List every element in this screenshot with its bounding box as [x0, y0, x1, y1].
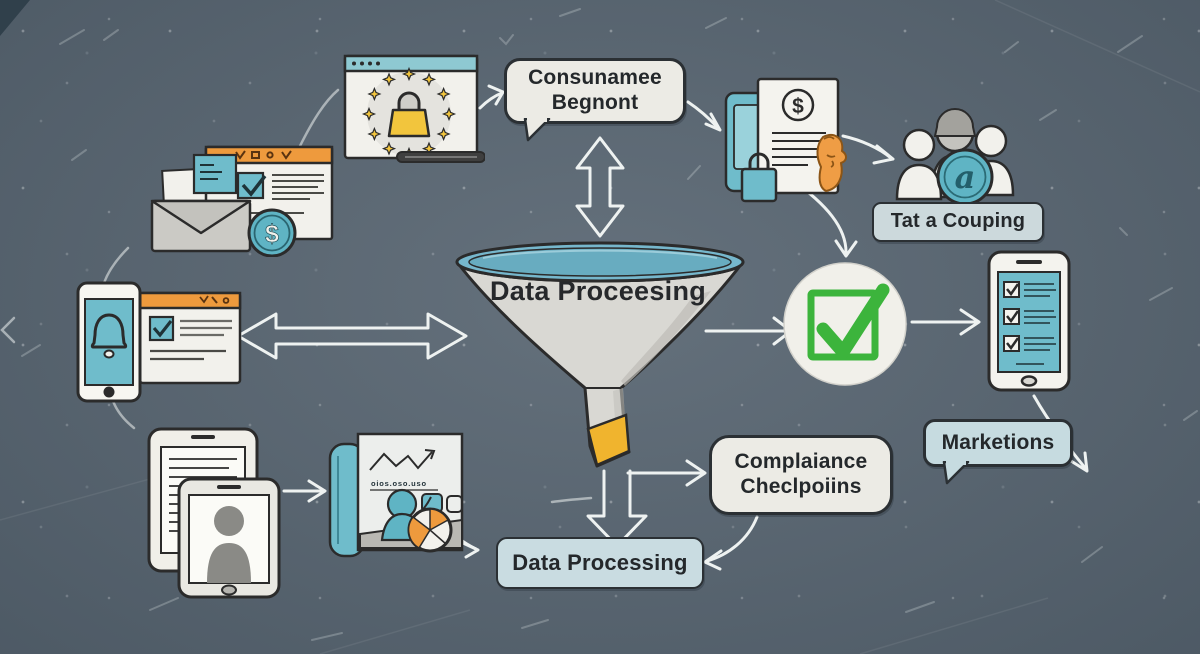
marketing-text: Marketions — [941, 430, 1055, 454]
audience-group-icon: a — [891, 103, 1019, 205]
laptop-base — [396, 151, 485, 163]
report-small-text: oios.oso.uso — [371, 479, 427, 488]
trend-chart-icon — [369, 449, 436, 471]
consumer-segment-text: Consunamee Begnont — [528, 66, 662, 114]
sticky-note-icon — [192, 153, 238, 195]
green-check-icon — [816, 283, 890, 359]
gdpr-lock-browser-icon — [343, 54, 485, 166]
padlock-icon — [387, 91, 431, 138]
corner-smudge — [0, 0, 30, 36]
coin-dollar-glyph: $ — [265, 220, 279, 248]
funnel-label-text: Data Proceesing — [489, 275, 707, 306]
check-circle-bg — [783, 262, 907, 386]
person-left — [895, 128, 943, 201]
funnel-icon — [453, 236, 747, 480]
funnel-label: Data Proceesing — [462, 274, 734, 308]
audience-badge-letter: a — [955, 158, 976, 196]
consumer-segment-bubble: Consunamee Begnont — [504, 58, 686, 142]
document-dollar-glyph: $ — [792, 95, 804, 118]
marketing-bubble: Marketions — [923, 419, 1073, 485]
approval-checkmark-icon — [781, 253, 909, 395]
checklist-phone-icon — [984, 248, 1074, 394]
compliance-text: Complaiance Checlpoiins — [734, 450, 868, 498]
analytics-report-icon: oios.oso.uso — [326, 426, 478, 564]
compliance-checkpoints-bubble: Complaiance Checlpoiins — [709, 435, 893, 515]
notification-phone-icon — [76, 281, 242, 407]
funnel-gold-tip — [586, 413, 631, 467]
bell-icon — [90, 313, 128, 359]
teal-padlock-icon — [740, 152, 778, 203]
chalk-scratches — [21, 8, 1198, 641]
dollar-coin-icon: $ — [247, 208, 297, 257]
data-processing-text: Data Processing — [512, 550, 688, 576]
user-profile-phones-icon — [143, 421, 283, 601]
home-button — [1020, 375, 1038, 387]
double-arrow-vertical — [575, 136, 625, 238]
profile-phone — [177, 477, 281, 599]
envelope-consent-documents-icon: $ — [148, 141, 338, 257]
outline-arrow-down — [586, 469, 648, 548]
bubble-tail — [523, 118, 551, 142]
bell-phone — [76, 281, 142, 403]
checklist-rows — [1003, 281, 1056, 365]
dollar-document-icon: $ — [756, 77, 840, 195]
privacy-document-lock-icon: $ — [720, 73, 854, 207]
bubble-tail — [942, 461, 970, 485]
profile-face-icon — [816, 133, 847, 192]
data-processing-label: Data Processing — [496, 537, 704, 589]
settings-browser — [138, 291, 242, 385]
data-coupling-text: Tat a Couping — [890, 210, 1026, 233]
person-silhouette-icon — [207, 506, 251, 583]
widget-tile-outline — [446, 495, 463, 513]
double-arrow-horizontal — [236, 312, 468, 360]
envelope-icon — [150, 199, 252, 253]
data-coupling-label: Tat a Couping — [872, 202, 1044, 242]
audience-badge-icon: a — [936, 148, 994, 205]
pie-chart-icon — [407, 507, 453, 553]
